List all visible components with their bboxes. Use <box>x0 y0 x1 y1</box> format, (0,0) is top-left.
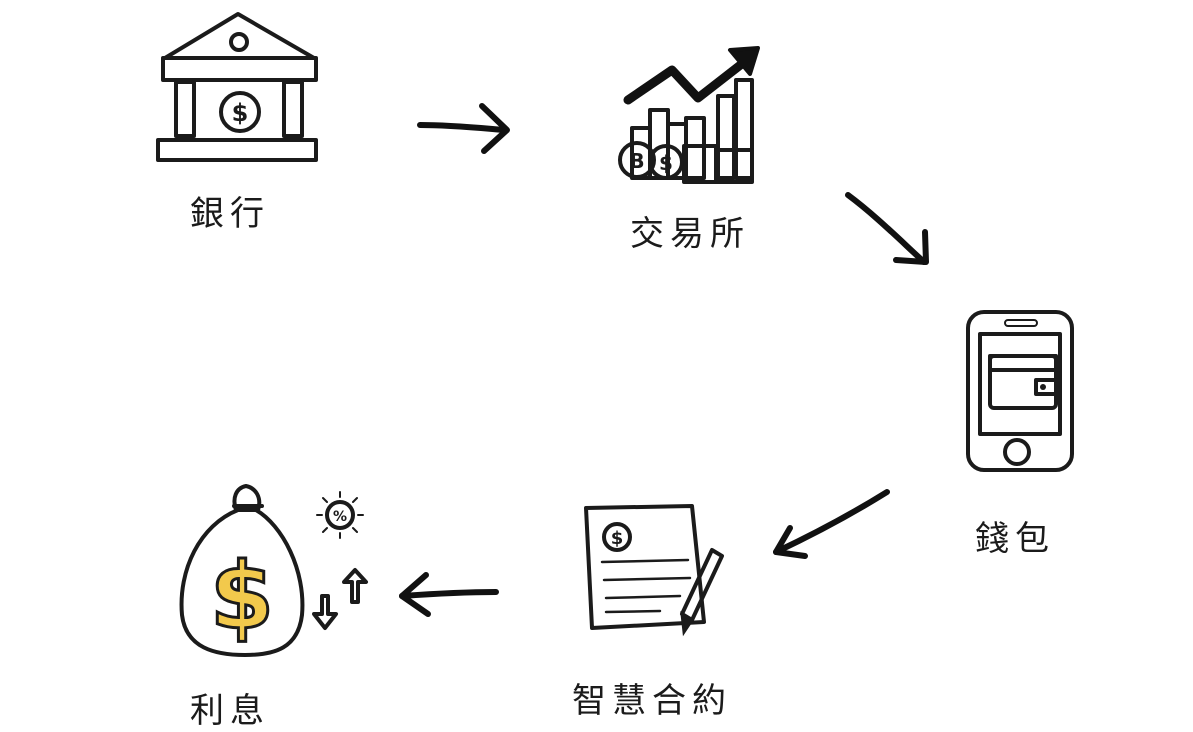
svg-text:%: % <box>333 509 347 525</box>
arrow-bank-to-exchange <box>417 103 510 154</box>
svg-text:$: $ <box>210 543 274 650</box>
money-bag-icon: $ <box>179 484 305 657</box>
rising-chart-coins-icon: B $ <box>618 46 760 184</box>
svg-text:B: B <box>629 149 644 173</box>
contract-node: $ 智慧合約 <box>572 504 732 721</box>
bank-building-icon: $ <box>156 12 318 162</box>
contract-label: 智慧合約 <box>572 681 732 721</box>
arrow-wallet-to-contract <box>773 489 890 559</box>
rate-up-arrow-icon <box>342 568 368 604</box>
rate-down-arrow-icon <box>312 594 338 630</box>
interest-label: 利息 <box>190 691 270 731</box>
arrow-contract-to-interest <box>399 572 499 617</box>
contract-document-icon: $ <box>584 504 724 637</box>
phone-wallet-icon <box>966 310 1074 472</box>
svg-text:$: $ <box>232 99 249 127</box>
svg-text:$: $ <box>659 151 673 175</box>
bank-node: $ 銀行 <box>156 12 318 234</box>
percent-sun-icon: % <box>316 491 364 539</box>
pencil-icon <box>680 548 724 637</box>
svg-text:$: $ <box>611 528 624 549</box>
exchange-label: 交易所 <box>630 214 750 254</box>
arrow-exchange-to-wallet <box>845 192 929 265</box>
wallet-label: 錢包 <box>975 519 1055 559</box>
interest-node: $ % 利息 <box>179 484 368 731</box>
exchange-node: B $ 交易所 <box>618 46 760 254</box>
wallet-node: 錢包 <box>966 310 1074 559</box>
bank-label: 銀行 <box>190 194 270 234</box>
